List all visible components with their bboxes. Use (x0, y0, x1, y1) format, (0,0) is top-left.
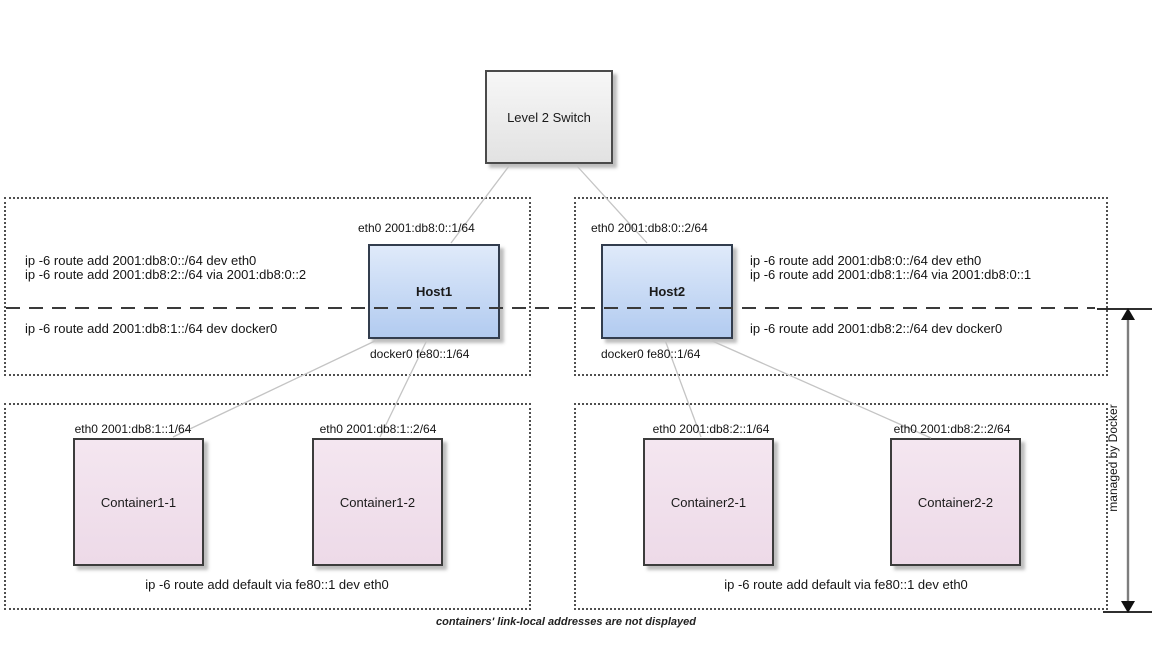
host1-docker0-label: docker0 fe80::1/64 (370, 347, 470, 361)
host2-docker0-label: docker0 fe80::1/64 (601, 347, 701, 361)
host1-route-via: ip -6 route add 2001:db8:2::/64 via 2001… (25, 267, 307, 282)
container2-1-label: Container2-1 (670, 494, 747, 510)
host2-label: Host2 (648, 284, 686, 299)
host1-route-docker0: ip -6 route add 2001:db8:1::/64 dev dock… (25, 321, 278, 336)
containers2-default-route-caption: ip -6 route add default via fe80::1 dev … (724, 577, 968, 592)
containers1-default-route-caption: ip -6 route add default via fe80::1 dev … (145, 577, 389, 592)
container1-1-label: Container1-1 (100, 494, 177, 510)
level2-switch-label: Level 2 Switch (507, 109, 591, 125)
host2-route-docker0: ip -6 route add 2001:db8:2::/64 dev dock… (750, 321, 1003, 336)
host1-eth0-label: eth0 2001:db8:0::1/64 (358, 221, 475, 235)
host1-node: Host1 (368, 244, 500, 339)
container1-2-label: Container1-2 (339, 494, 416, 510)
arrowhead-down-icon (1121, 601, 1135, 613)
managed-by-docker-label: managed by Docker (1106, 404, 1120, 512)
host2-node: Host2 (601, 244, 733, 339)
host2-route-via: ip -6 route add 2001:db8:1::/64 via 2001… (750, 267, 1032, 282)
level2-switch-node: Level 2 Switch (485, 70, 613, 164)
container2-2-node: Container2-2 (890, 438, 1021, 566)
container2-1-node: Container2-1 (643, 438, 774, 566)
container2-2-label: Container2-2 (917, 494, 994, 510)
arrowhead-up-icon (1121, 308, 1135, 320)
host1-label: Host1 (415, 284, 453, 299)
footnote: containers' link-local addresses are not… (436, 616, 696, 628)
container1-1-node: Container1-1 (73, 438, 204, 566)
host2-eth0-label: eth0 2001:db8:0::2/64 (591, 221, 708, 235)
container2-1-eth0-label: eth0 2001:db8:2::1/64 (652, 422, 770, 436)
container1-2-eth0-label: eth0 2001:db8:1::2/64 (319, 422, 437, 436)
host2-route-eth0: ip -6 route add 2001:db8:0::/64 dev eth0 (750, 253, 982, 268)
managed-span-arrow (1121, 308, 1135, 613)
container1-1-eth0-label: eth0 2001:db8:1::1/64 (74, 422, 192, 436)
container1-2-node: Container1-2 (312, 438, 443, 566)
container2-2-eth0-label: eth0 2001:db8:2::2/64 (893, 422, 1011, 436)
host1-route-eth0: ip -6 route add 2001:db8:0::/64 dev eth0 (25, 253, 257, 268)
